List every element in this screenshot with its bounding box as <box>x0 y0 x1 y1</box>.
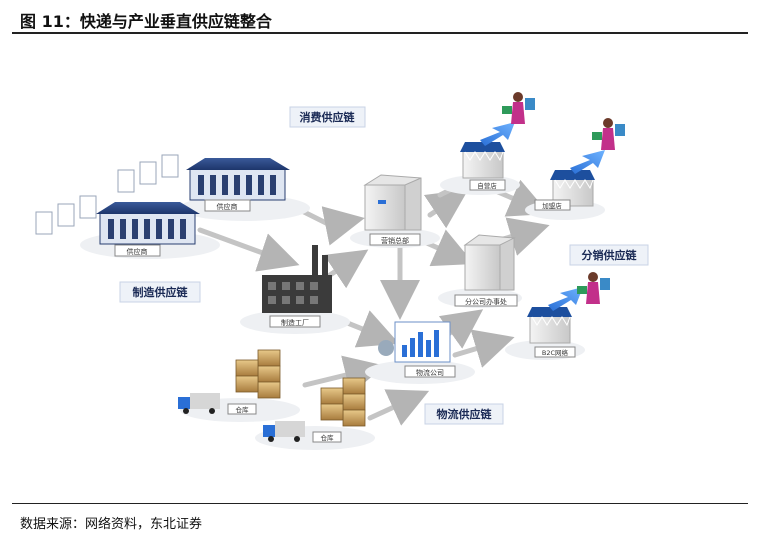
bottom-rule <box>12 503 748 504</box>
chain-label-consumer: 消费供应链 <box>290 107 365 127</box>
b2c-label: B2C网络 <box>542 348 569 357</box>
person-icon <box>378 340 394 356</box>
warehouse-2-label: 仓库 <box>321 433 335 442</box>
consumer-chain-label: 消费供应链 <box>300 110 356 124</box>
arrow-logistics-to-b2c <box>455 340 505 355</box>
branch-label: 分公司办事处 <box>465 297 507 306</box>
supplier-top-label: 供应商 <box>217 202 238 211</box>
manufacturing-chain-label: 制造供应链 <box>133 285 189 299</box>
logistics-chain-label: 物流供应链 <box>437 407 493 421</box>
figure-source: 数据来源：网络资料，东北证券 <box>20 513 202 532</box>
branch-building: 分公司办事处 <box>455 235 517 306</box>
store-franchise: 加盟店 <box>535 150 605 210</box>
arrow-wh2-to-logistics <box>370 395 420 418</box>
warehouse-1-label: 仓库 <box>236 405 250 414</box>
arrow-hq-to-store <box>430 195 460 215</box>
supplier-bottom-label: 供应商 <box>127 247 148 256</box>
chain-label-manufacturing: 制造供应链 <box>120 282 200 302</box>
store-b2c: B2C网络 <box>527 287 583 357</box>
chain-label-logistics: 物流供应链 <box>425 404 503 424</box>
store-franchise-label: 加盟店 <box>542 201 562 210</box>
arrow-factory-to-hq <box>330 255 360 275</box>
hq-label: 营销总部 <box>381 236 409 245</box>
logistics-co-label: 物流公司 <box>416 368 444 377</box>
store-self-label: 自营店 <box>477 181 497 190</box>
distribution-chain-label: 分销供应链 <box>582 248 638 262</box>
factory-label: 制造工厂 <box>281 318 309 327</box>
hq-building: 营销总部 <box>365 175 421 245</box>
chain-label-distribution: 分销供应链 <box>570 245 648 265</box>
